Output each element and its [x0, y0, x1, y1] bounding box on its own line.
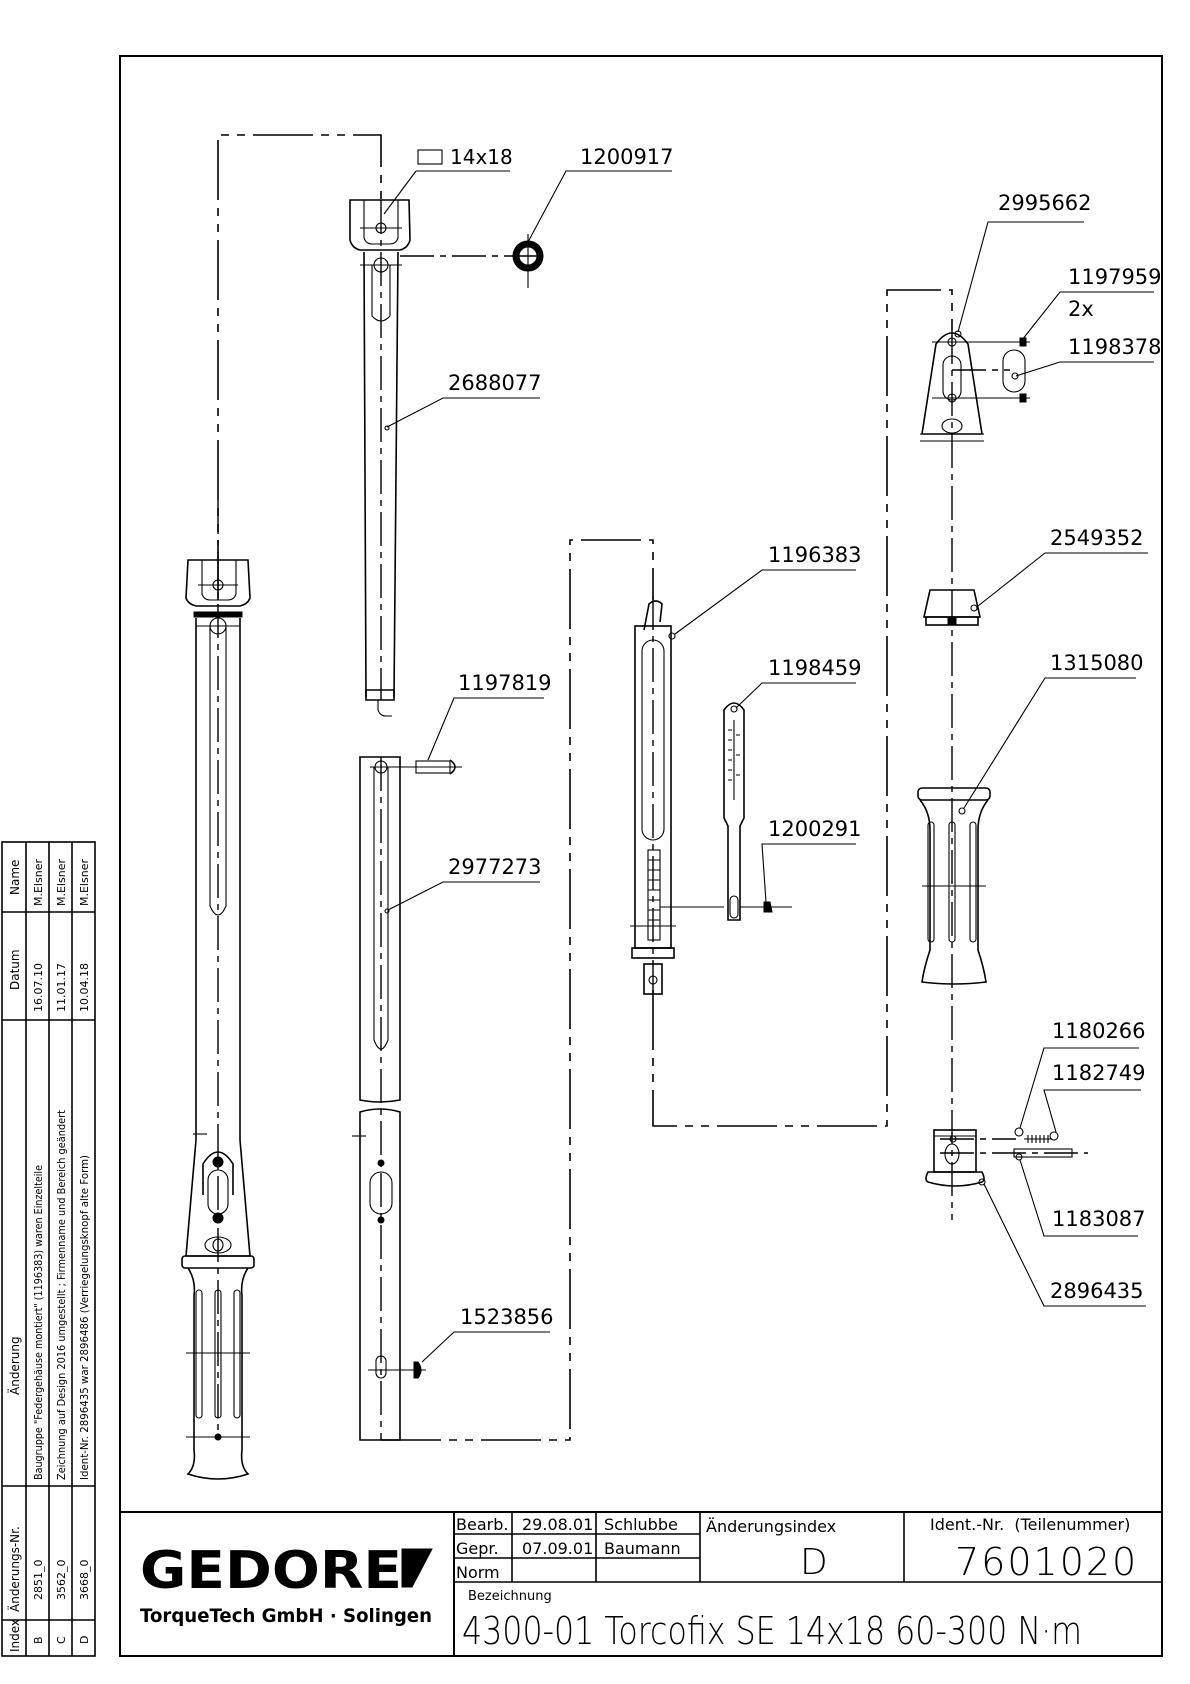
- revision-table: Index Änderungs-Nr. Änderung Datum Name …: [1, 841, 96, 1657]
- revision-header-index: Index: [8, 1619, 22, 1652]
- logo-company: TorqueTech GmbH · Solingen: [140, 1605, 432, 1627]
- exploded-view: [181, 134, 1088, 1480]
- clip-part: [368, 1361, 426, 1379]
- part-number-label: 1183087: [1052, 1207, 1146, 1231]
- part-number-label: 1523856: [460, 1305, 554, 1329]
- callout-1198378: 1198378: [1011, 335, 1162, 380]
- revision-change-no: 3668_0: [78, 1560, 91, 1601]
- revision-change-no: 2851_0: [32, 1560, 45, 1601]
- revision-index-value: D: [800, 1542, 828, 1583]
- revision-row: C 3562_0 Zeichnung auf Design 2016 umges…: [55, 859, 68, 1644]
- ident-label: Ident.-Nr. (Teilenummer): [930, 1515, 1130, 1534]
- revision-change-no: 3562_0: [55, 1560, 68, 1601]
- logo-brand: GEDORE: [140, 1541, 402, 1601]
- part-number-label: 1198378: [1068, 335, 1162, 359]
- callout-1198459: 1198459: [735, 656, 862, 709]
- revision-change: Baugruppe "Federgehäuse montiert" (11963…: [33, 1165, 45, 1480]
- ring-part: [400, 234, 544, 288]
- revision-name: M.Elsner: [55, 859, 68, 906]
- revision-date: 16.07.10: [32, 963, 45, 1012]
- revision-row: B 2851_0 Baugruppe "Federgehäuse montier…: [32, 859, 45, 1644]
- title-block: GEDORE TorqueTech GmbH · Solingen Bearb.…: [120, 1511, 1162, 1656]
- callout-1197959: 1197959 2x: [1021, 265, 1162, 341]
- spring-housing-part: [630, 596, 724, 996]
- logo-chevron-icon: [401, 1548, 433, 1588]
- revision-index: C: [55, 1636, 68, 1644]
- part-number-label: 2977273: [448, 855, 542, 879]
- assembly-line-right: [652, 289, 953, 1127]
- callout-1196383: 1196383: [674, 543, 862, 635]
- assembly-line-middle: [381, 539, 654, 1441]
- approval-date: 07.09.01: [522, 1539, 593, 1558]
- bracket-part: [920, 330, 1030, 1220]
- part-number-label: 2995662: [998, 191, 1092, 215]
- callout-2995662: 2995662: [954, 191, 1092, 338]
- revision-header-name: Name: [8, 860, 22, 895]
- part-number-label: 2896435: [1050, 1279, 1144, 1303]
- revision-date: 11.01.17: [55, 963, 68, 1012]
- tube-part: [349, 199, 411, 717]
- revision-header-change-no: Änderungs-Nr.: [7, 1526, 22, 1612]
- grip-part: [917, 787, 991, 985]
- pin-part: [370, 759, 462, 775]
- scale-part: [723, 702, 792, 921]
- part-number-label: 1200917: [580, 145, 674, 169]
- gedore-logo: GEDORE TorqueTech GmbH · Solingen: [140, 1541, 433, 1627]
- square-drive-label: 14x18: [450, 145, 513, 169]
- revision-change: Ident-Nr. 2896435 war 2896486 (Verriegel…: [79, 1155, 91, 1480]
- part-number-label: 1197959: [1068, 265, 1162, 289]
- part-number-label: 1197819: [458, 671, 552, 695]
- callout-2896435: 2896435: [983, 1183, 1146, 1307]
- part-number-label: 2688077: [448, 371, 542, 395]
- approval-name: Baumann: [604, 1539, 681, 1558]
- ident-value: 7601020: [955, 1540, 1138, 1584]
- part-number-label: 1182749: [1052, 1061, 1146, 1085]
- callout-2977273: 2977273: [384, 855, 542, 914]
- locking-knob-part: [925, 1127, 1088, 1187]
- designation-value: 4300-01 Torcofix SE 14x18 60-300 N·m: [462, 1609, 1082, 1653]
- part-number-label: 1180266: [1052, 1019, 1146, 1043]
- callout-1182749: 1182749: [1043, 1061, 1146, 1133]
- approval-date: 29.08.01: [522, 1515, 593, 1534]
- part-number-label: 1200291: [768, 817, 862, 841]
- dial-part: [923, 589, 981, 626]
- revision-row: D 3668_0 Ident-Nr. 2896435 war 2896486 (…: [78, 859, 91, 1644]
- square-drive-symbol: [417, 149, 443, 165]
- revision-index: B: [32, 1636, 45, 1644]
- approval-role: Bearb.: [456, 1515, 508, 1534]
- part-number-label: 1198459: [768, 656, 862, 680]
- approval-role: Norm: [456, 1563, 500, 1582]
- revision-name: M.Elsner: [78, 859, 91, 906]
- revision-name: M.Elsner: [32, 859, 45, 906]
- revision-header-change: Änderung: [7, 1336, 22, 1395]
- revision-date: 10.04.18: [78, 963, 91, 1012]
- callout-1200291: 1200291: [761, 817, 862, 903]
- assembled-torque-wrench: [181, 500, 255, 1480]
- assembly-line-left: [217, 134, 382, 600]
- lower-tube-part: [352, 756, 401, 1441]
- part-number-label: 1315080: [1050, 651, 1144, 675]
- approval-role: Gepr.: [456, 1539, 499, 1558]
- callout-2688077: 2688077: [384, 371, 542, 431]
- revision-index-label: Änderungsindex: [706, 1517, 836, 1536]
- part-number-label: 1196383: [768, 543, 862, 567]
- callout-1197819: 1197819: [427, 671, 552, 761]
- callouts: 14x18 1200917 2688077 1197819 2977273 15…: [383, 145, 1162, 1363]
- callout-1523856: 1523856: [421, 1305, 554, 1363]
- revision-change: Zeichnung auf Design 2016 umgestellt ; F…: [56, 1110, 68, 1480]
- approval-name: Schlubbe: [604, 1515, 678, 1534]
- revision-header-date: Datum: [8, 949, 22, 990]
- drawing-frame: [119, 55, 1163, 1657]
- part-quantity-label: 2x: [1068, 297, 1094, 321]
- designation-label: Bezeichnung: [468, 1589, 552, 1604]
- callout-1180266: 1180266: [1019, 1019, 1146, 1129]
- callout-1183087: 1183087: [1019, 1159, 1146, 1237]
- part-number-label: 2549352: [1050, 526, 1144, 550]
- revision-index: D: [78, 1636, 91, 1644]
- callout-1315080: 1315080: [963, 651, 1144, 809]
- callout-2549352: 2549352: [977, 526, 1148, 607]
- callout-1200917: 1200917: [527, 145, 674, 243]
